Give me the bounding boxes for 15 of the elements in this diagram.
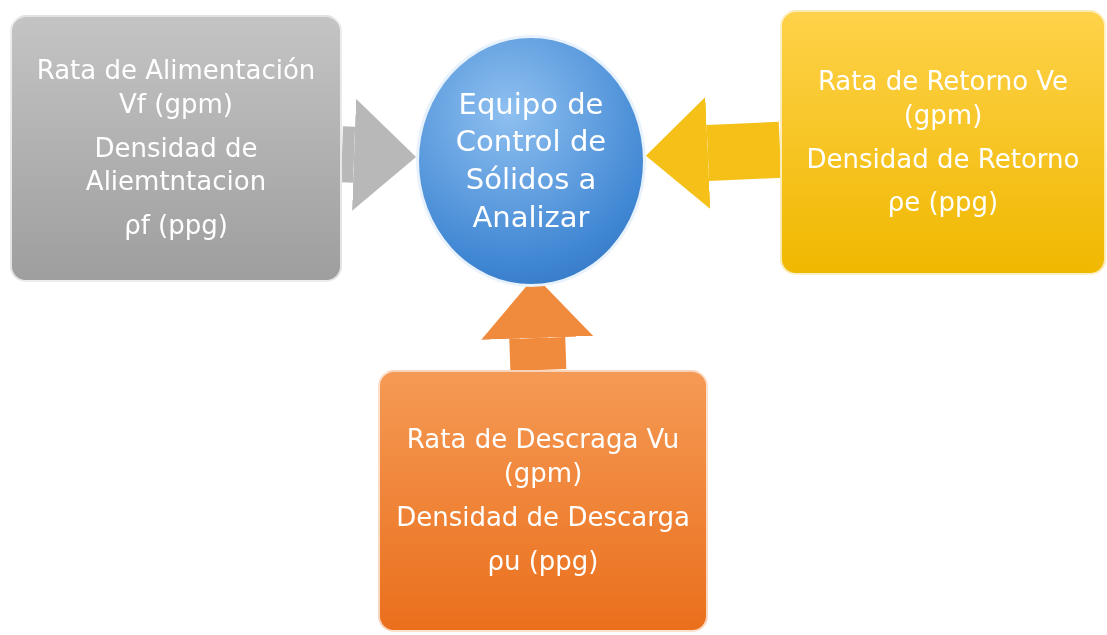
density-label: Densidad de Retorno: [806, 142, 1080, 176]
block-arrow: [645, 97, 782, 209]
info-box: [10, 15, 342, 282]
rate-label: Rata de Descraga Vu (gpm): [405, 423, 681, 491]
rate-label: Rata de Retorno Ve (gpm): [816, 64, 1070, 132]
density-symbol: ρe (ppg): [887, 186, 999, 220]
block-arrow: [341, 98, 417, 211]
rate-label: Rata de Alimentación Vf (gpm): [35, 54, 317, 121]
density-label: Densidad de Aliemtntacion: [84, 131, 268, 199]
density-symbol: ρu (ppg): [487, 544, 599, 578]
density-label: Densidad de Descarga: [396, 501, 690, 534]
node-title: Equipo de Control de Sólidos a Analizar: [454, 85, 608, 236]
info-box: [378, 370, 708, 632]
info-box: [780, 10, 1106, 275]
density-symbol: ρf (ppg): [124, 209, 228, 243]
